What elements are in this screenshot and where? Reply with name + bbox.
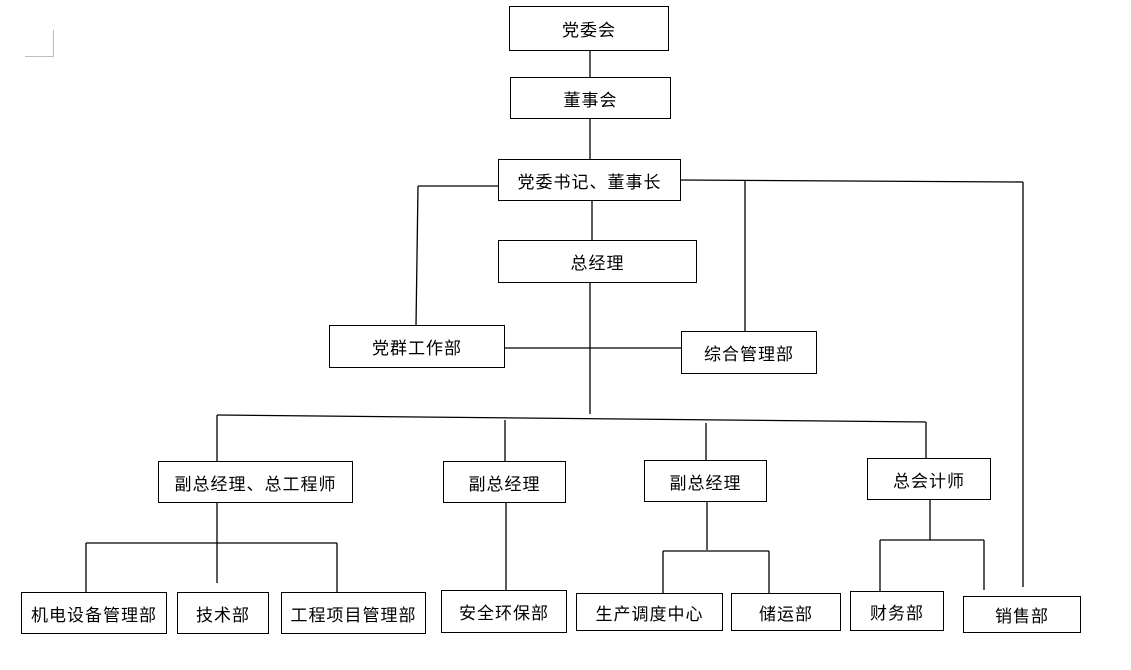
node-secretary-chairman: 党委书记、董事长	[498, 159, 681, 201]
node-sales-dept: 销售部	[963, 596, 1081, 633]
node-project-dept: 工程项目管理部	[281, 592, 426, 634]
node-general-manager: 总经理	[498, 240, 697, 283]
node-storage-transport-dept: 储运部	[731, 593, 841, 631]
node-party-committee: 党委会	[509, 6, 669, 51]
node-finance-dept: 财务部	[850, 591, 944, 631]
node-mech-elec-dept: 机电设备管理部	[21, 592, 167, 634]
page-corner-mark	[25, 30, 54, 57]
node-chief-accountant: 总会计师	[867, 458, 991, 500]
node-vgm-chief-engineer: 副总经理、总工程师	[158, 461, 353, 503]
node-vgm-safety: 副总经理	[443, 461, 566, 503]
node-board: 董事会	[510, 77, 671, 119]
node-dispatch-center: 生产调度中心	[576, 593, 723, 631]
node-safety-env-dept: 安全环保部	[441, 590, 567, 633]
node-party-affairs-dept: 党群工作部	[329, 325, 505, 368]
node-tech-dept: 技术部	[177, 592, 269, 634]
node-vgm-production: 副总经理	[644, 460, 767, 502]
node-general-admin-dept: 综合管理部	[681, 331, 817, 374]
